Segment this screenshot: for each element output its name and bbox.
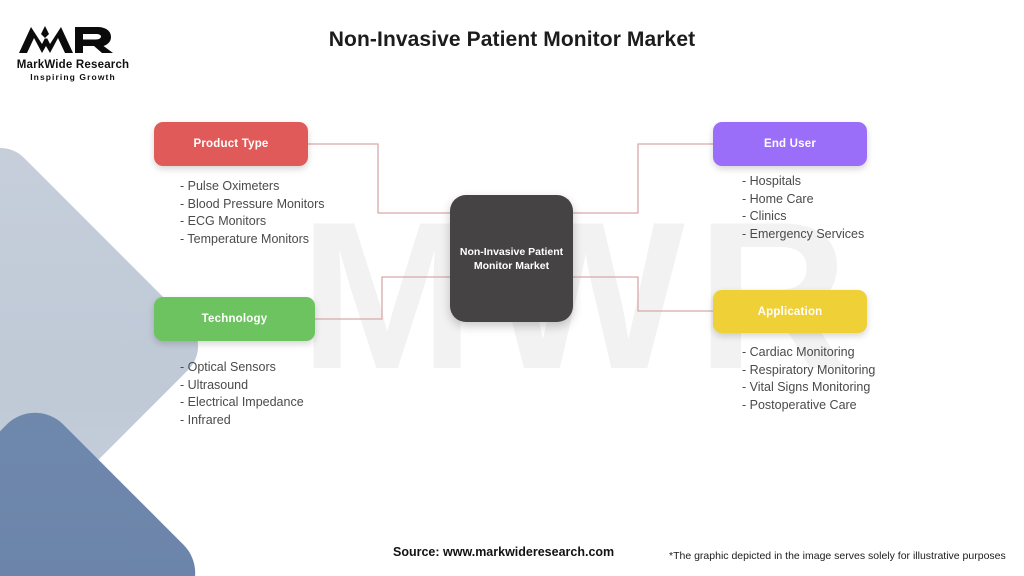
list-item: - Blood Pressure Monitors	[180, 196, 325, 211]
branch-list-technology: - Optical Sensors - Ultrasound - Electri…	[180, 359, 304, 429]
logo-tagline: Inspiring Growth	[30, 72, 116, 82]
list-item: - Clinics	[742, 209, 787, 224]
connector-application	[571, 276, 713, 312]
branch-title-end-user: End User	[763, 138, 817, 150]
list-item: - Optical Sensors	[180, 360, 276, 374]
source-label: Source: www.markwideresearch.com	[393, 545, 615, 559]
branch-header-application[interactable]: Application	[713, 290, 867, 333]
logo-company-name: MarkWide Research	[16, 59, 130, 71]
list-item: - Hospitals	[742, 174, 802, 188]
center-node[interactable]: Non-Invasive Patient Monitor Market	[450, 195, 573, 322]
connector-end-user	[571, 143, 713, 214]
list-item: - Vital Signs Monitoring	[742, 380, 871, 395]
mwr-logo-icon	[19, 25, 113, 53]
list-item: - Postoperative Care	[742, 397, 857, 412]
list-item: - Emergency Services	[742, 226, 865, 241]
list-item: - Temperature Monitors	[180, 231, 309, 246]
disclaimer-label: *The graphic depicted in the image serve…	[669, 550, 1006, 562]
connector-technology	[315, 276, 452, 320]
center-node-line-1: Non-Invasive Patient	[459, 245, 564, 258]
branch-title-product-type: Product Type	[193, 138, 269, 150]
branch-list-end-user: - Hospitals - Home Care - Clinics - Emer…	[742, 173, 864, 243]
branch-header-end-user[interactable]: End User	[713, 122, 867, 166]
branch-list-product-type: - Pulse Oximeters - Blood Pressure Monit…	[180, 178, 325, 248]
branch-header-product-type[interactable]: Product Type	[154, 122, 308, 166]
connector-product-type	[308, 143, 452, 214]
branch-header-technology[interactable]: Technology	[154, 297, 315, 341]
branch-title-technology: Technology	[201, 313, 268, 325]
list-item: - Cardiac Monitoring	[742, 345, 855, 359]
branch-list-application: - Cardiac Monitoring - Respiratory Monit…	[742, 344, 875, 414]
list-item: - Ultrasound	[180, 377, 249, 392]
list-item: - Respiratory Monitoring	[742, 362, 876, 377]
list-item: - Infrared	[180, 412, 231, 427]
list-item: - Home Care	[742, 191, 814, 206]
center-node-label: Non-Invasive Patient Monitor Market	[452, 245, 571, 273]
page-title: Non-Invasive Patient Monitor Market	[328, 28, 696, 51]
list-item: - Electrical Impedance	[180, 395, 304, 410]
list-item: - Pulse Oximeters	[180, 179, 280, 193]
brand-logo: MarkWide Research Inspiring Growth	[16, 22, 136, 86]
list-item: - ECG Monitors	[180, 214, 267, 229]
center-node-line-2: Monitor Market	[473, 259, 550, 272]
branch-title-application: Application	[757, 305, 823, 318]
